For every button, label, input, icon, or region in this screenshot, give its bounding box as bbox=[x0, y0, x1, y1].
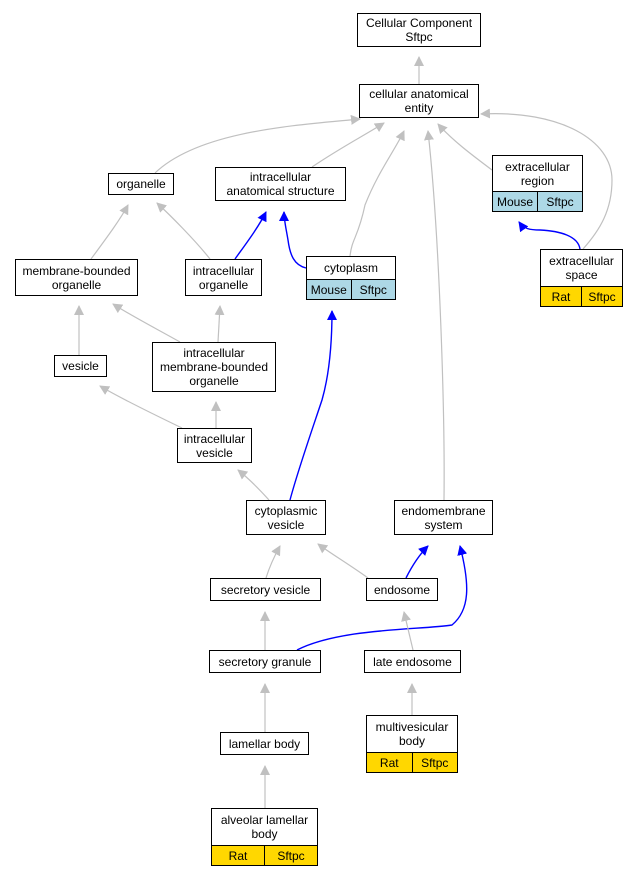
node-secretory-vesicle[interactable]: secretory vesicle bbox=[210, 578, 321, 601]
edge-late-endosome-to-endosome bbox=[401, 611, 414, 651]
node-label: organelle bbox=[198, 277, 249, 292]
node-label: entity bbox=[404, 101, 434, 115]
node-label: cellular anatomical bbox=[369, 87, 469, 101]
node-label: secretory granule bbox=[218, 654, 312, 669]
badge-mouse: Mouse bbox=[493, 192, 537, 211]
node-organelle[interactable]: organelle bbox=[108, 173, 174, 195]
badge-rat: Rat bbox=[541, 287, 581, 306]
node-label: late endosome bbox=[373, 654, 452, 669]
edge-extracellular-space-to-cellular-anatomical-entity bbox=[480, 108, 613, 250]
edge-intracellular-organelle-to-intracellular-anatomical-structure bbox=[234, 211, 267, 260]
edge-cytoplasm-to-cellular-anatomical-entity bbox=[349, 130, 405, 257]
badge-mouse: Mouse bbox=[307, 280, 351, 299]
edge-endosome-to-cytoplasmic-vesicle bbox=[317, 543, 369, 579]
badge-gene: Sftpc bbox=[537, 192, 582, 211]
node-label: cytoplasmic bbox=[254, 503, 318, 518]
node-label: secretory vesicle bbox=[220, 582, 311, 597]
badge-gene: Sftpc bbox=[350, 280, 395, 299]
node-label: membrane-bounded bbox=[159, 360, 269, 374]
node-label: cytoplasm bbox=[323, 261, 379, 275]
node-label: organelle bbox=[51, 277, 102, 292]
node-label: vesicle bbox=[267, 517, 305, 532]
node-vesicle[interactable]: vesicle bbox=[54, 355, 107, 377]
edge-intracellular-organelle-to-organelle bbox=[156, 202, 211, 260]
edge-cytoplasmic-vesicle-to-cytoplasm bbox=[289, 310, 337, 501]
edge-secretory-vesicle-to-cytoplasmic-vesicle bbox=[265, 545, 281, 579]
node-lamellar-body[interactable]: lamellar body bbox=[220, 732, 309, 755]
node-label: endosome bbox=[373, 582, 431, 597]
edge-extracellular-region-to-cellular-anatomical-entity bbox=[437, 123, 493, 171]
node-label: intracellular bbox=[183, 346, 245, 360]
node-label: endomembrane bbox=[401, 503, 486, 518]
node-label: extracellular bbox=[549, 254, 614, 268]
edge-membrane-bounded-organelle-to-organelle bbox=[90, 204, 129, 260]
node-label: region bbox=[520, 173, 555, 188]
edge-cytoplasmic-vesicle-to-intracellular-vesicle bbox=[237, 469, 270, 501]
node-label: anatomical structure bbox=[226, 184, 335, 198]
node-label: extracellular bbox=[505, 159, 570, 174]
node-label: lamellar body bbox=[228, 736, 301, 751]
edge-secretory-granule-to-endomembrane-system bbox=[296, 545, 468, 651]
edge-intracellular-membrane-bounded-organelle-to-membrane-bounded-organelle bbox=[112, 303, 181, 343]
node-label: intracellular bbox=[192, 263, 255, 278]
edge-intracellular-anatomical-structure-to-cellular-anatomical-entity bbox=[311, 122, 385, 168]
node-label: intracellular bbox=[249, 170, 312, 184]
node-label: membrane-bounded bbox=[22, 263, 131, 278]
edge-intracellular-membrane-bounded-organelle-to-intracellular-organelle bbox=[214, 305, 225, 343]
edge-endomembrane-system-to-cellular-anatomical-entity bbox=[424, 130, 445, 501]
node-label: vesicle bbox=[196, 445, 233, 460]
badge-gene: Sftpc bbox=[581, 287, 622, 306]
node-secretory-granule[interactable]: secretory granule bbox=[209, 650, 321, 673]
node-label: intracellular bbox=[183, 431, 246, 446]
badge-rat: Rat bbox=[212, 846, 264, 865]
node-label: Sftpc bbox=[405, 30, 433, 44]
node-label: Cellular Component bbox=[365, 16, 473, 30]
node-late-endosome[interactable]: late endosome bbox=[364, 650, 461, 673]
node-label: alveolar lamellar bbox=[220, 813, 309, 827]
edge-endosome-to-endomembrane-system bbox=[405, 545, 429, 579]
node-endosome[interactable]: endosome bbox=[366, 578, 438, 601]
node-label: space bbox=[565, 268, 598, 282]
badge-gene: Sftpc bbox=[264, 846, 317, 865]
edge-organelle-to-cellular-anatomical-entity bbox=[154, 114, 361, 174]
node-label: organelle bbox=[116, 177, 166, 191]
badge-gene: Sftpc bbox=[411, 753, 457, 772]
node-label: body bbox=[398, 734, 426, 748]
node-label: vesicle bbox=[62, 359, 99, 373]
edge-extracellular-space-to-extracellular-region bbox=[518, 221, 581, 250]
edge-cytoplasm-to-intracellular-anatomical-structure bbox=[279, 211, 307, 269]
node-label: multivesicular bbox=[375, 720, 449, 734]
node-label: body bbox=[251, 827, 278, 841]
node-label: organelle bbox=[189, 374, 239, 388]
node-label: system bbox=[424, 517, 463, 532]
badge-rat: Rat bbox=[367, 753, 412, 772]
edge-intracellular-vesicle-to-vesicle bbox=[99, 385, 183, 429]
